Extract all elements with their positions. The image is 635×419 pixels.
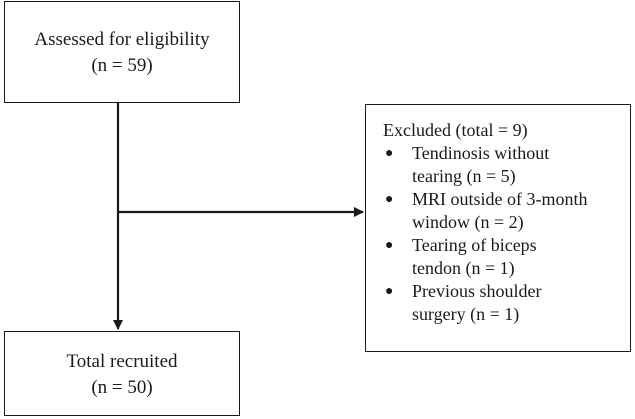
bullet-icon: ● [385,146,394,161]
excluded-item-line1: Previous shoulder [412,281,542,301]
total-count: (n = 50) [91,377,153,398]
total-label: Total recruited [66,351,178,372]
excluded-list: ● Tendinosis without tearing (n = 5) ● M… [383,142,624,326]
excluded-item-line2: tendon (n = 1) [412,258,515,278]
excluded-item: ● MRI outside of 3-month window (n = 2) [383,188,624,234]
bullet-icon: ● [385,238,394,253]
excluded-item-line1: Tearing of biceps [412,235,537,255]
excluded-item-line2: surgery (n = 1) [412,304,520,324]
excluded-item-line1: Tendinosis without [412,143,550,163]
excluded-item: ● Tearing of biceps tendon (n = 1) [383,234,624,280]
assessed-box: Assessed for eligibility (n = 59) [4,1,240,103]
excluded-item: ● Previous shoulder surgery (n = 1) [383,280,624,326]
excluded-item-line2: tearing (n = 5) [412,166,516,186]
total-box: Total recruited (n = 50) [4,331,240,416]
excluded-item: ● Tendinosis without tearing (n = 5) [383,142,624,188]
excluded-box: Excluded (total = 9) ● Tendinosis withou… [365,104,631,352]
excluded-item-line1: MRI outside of 3-month [412,189,588,209]
excluded-title: Excluded (total = 9) [383,120,528,140]
assessed-count: (n = 59) [91,55,153,76]
bullet-icon: ● [385,192,394,207]
assessed-label: Assessed for eligibility [34,29,210,50]
bullet-icon: ● [385,284,394,299]
excluded-item-line2: window (n = 2) [412,212,524,232]
